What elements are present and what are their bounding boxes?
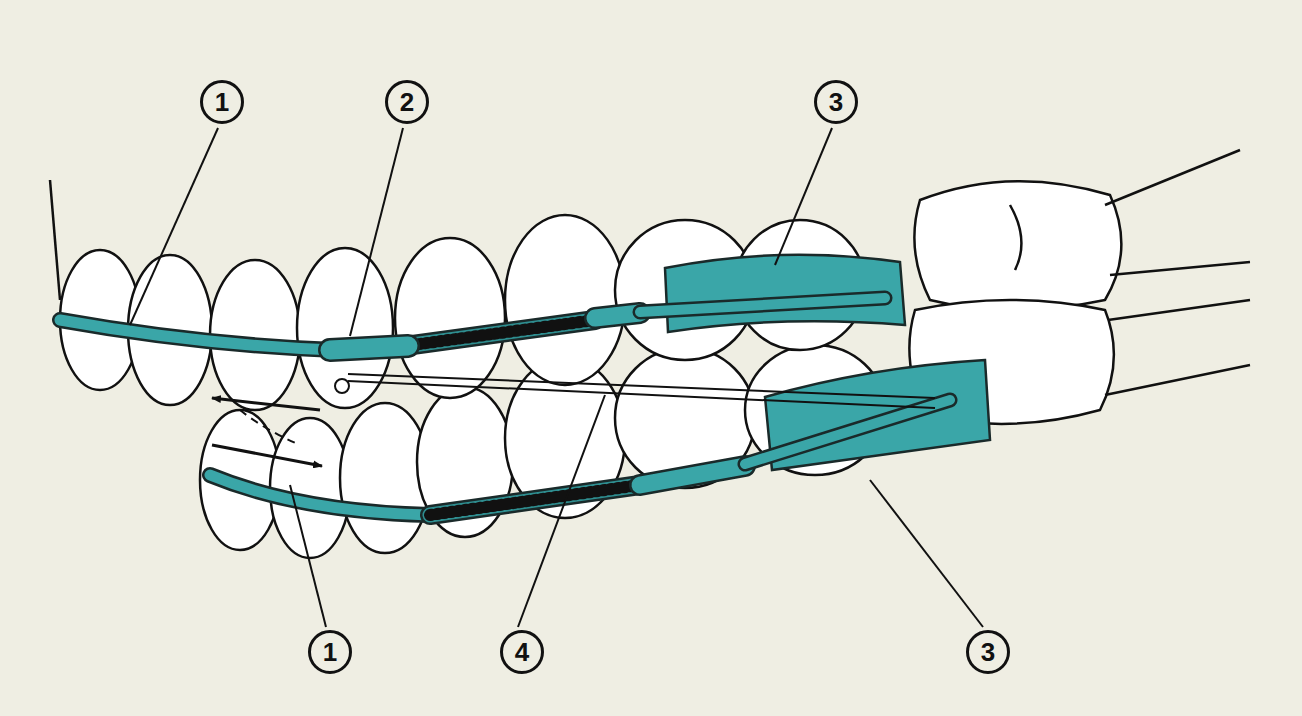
callout-number: 3 <box>814 80 858 124</box>
movement-arrows <box>212 398 322 466</box>
upper-arch-appliance <box>60 255 905 350</box>
leader-lines <box>130 128 983 627</box>
callout-number: 1 <box>200 80 244 124</box>
callout-number: 1 <box>308 630 352 674</box>
telescopic-rod <box>335 374 935 408</box>
callout-number: 2 <box>385 80 429 124</box>
callout-number: 4 <box>500 630 544 674</box>
callout-number: 3 <box>966 630 1010 674</box>
lower-arch-appliance <box>210 360 990 515</box>
